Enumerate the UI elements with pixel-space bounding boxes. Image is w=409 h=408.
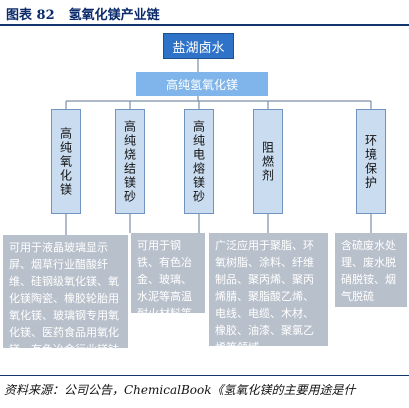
root-node: 盐湖卤水: [163, 33, 234, 59]
category-node-environmental: 环境保护: [356, 109, 386, 214]
category-node-fused-magnesia: 高纯电熔镁砂: [184, 109, 214, 214]
description-text: 可用于钢铁、有色冶金、玻璃、水泥等高温耐火材料等行业: [137, 239, 192, 337]
footer-rule: [0, 375, 409, 376]
figure-caption: 氢氧化镁产业链: [68, 8, 160, 23]
description-flame-retardant: 广泛应用于聚脂、环氧树脂、涂料、纤维制品、聚丙烯、聚丙烯腈、聚脂酸乙烯、电线、电…: [209, 233, 328, 354]
description-high-purity-magnesia: 可用于液晶玻璃显示屏、烟草行业醋酸纤维、硅钢级氧化镁、氧化镁陶瓷、橡胶轮胎用氧化…: [3, 235, 128, 373]
middle-node: 高纯氢氧化镁: [136, 72, 268, 96]
figure-number: 图表 82: [6, 8, 55, 23]
category-node-high-purity-magnesia: 高纯氧化镁: [51, 109, 81, 214]
source-note: 资料来源：公司公告，ChemicalBook《氢氧化镁的主要用途是什: [4, 383, 356, 397]
title-rule: [0, 24, 409, 26]
category-node-sintered-magnesia: 高纯烧结镁砂: [115, 109, 145, 214]
description-environmental: 含硫废水处理、废水脱硝脱铵、烟气脱硫: [335, 233, 407, 307]
figure-title: 图表 82 氢氧化镁产业链: [6, 4, 160, 23]
description-text: 可用于液晶玻璃显示屏、烟草行业醋酸纤维、硅钢级氧化镁、氧化镁陶瓷、橡胶轮胎用氧化…: [9, 241, 119, 373]
category-node-flame-retardant: 阻燃剂: [253, 109, 283, 214]
description-sintered-fused-magnesia: 可用于钢铁、有色冶金、玻璃、水泥等高温耐火材料等行业: [131, 233, 205, 337]
description-text: 广泛应用于聚脂、环氧树脂、涂料、纤维制品、聚丙烯、聚丙烯腈、聚脂酸乙烯、电线、电…: [215, 239, 314, 354]
description-text: 含硫废水处理、废水脱硝脱铵、烟气脱硫: [341, 239, 396, 303]
